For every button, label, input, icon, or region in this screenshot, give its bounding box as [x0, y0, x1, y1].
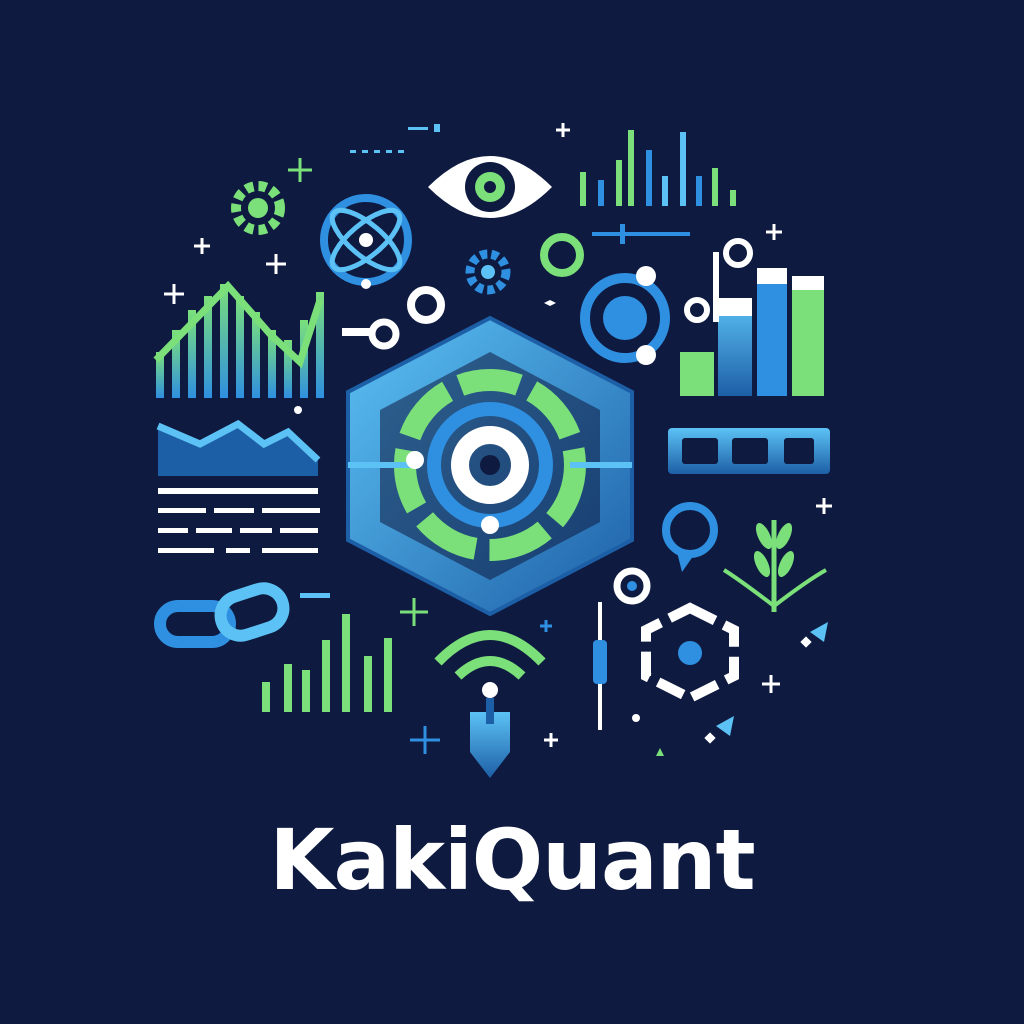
area-chart-icon — [156, 419, 321, 476]
hexagon-core-icon — [346, 315, 634, 617]
dotted-line-icon — [350, 124, 440, 153]
key-icon — [342, 318, 400, 350]
plus-icon — [164, 123, 832, 747]
music-note-icon — [684, 238, 753, 323]
circle-icon — [407, 286, 445, 324]
wifi-signal-icon — [434, 630, 546, 698]
dot-icon — [632, 714, 640, 722]
sparkle-icon — [544, 300, 556, 306]
message-bar-icon — [668, 428, 830, 474]
atom-icon — [320, 194, 412, 289]
shield-icon — [470, 698, 510, 778]
chat-bubble-icon — [662, 502, 718, 572]
line-chart-icon — [153, 280, 324, 398]
gear-icon — [465, 249, 511, 295]
rocket-icon — [800, 622, 828, 648]
location-pin-icon — [613, 567, 651, 605]
triangle-icon — [656, 748, 664, 756]
slider-icon — [593, 602, 607, 730]
logo-illustration — [153, 123, 832, 778]
link-icon — [154, 582, 330, 648]
text-lines-icon — [158, 488, 320, 553]
circle-icon — [540, 233, 584, 277]
bar-chart-icon — [680, 268, 824, 396]
wheat-icon — [722, 520, 827, 612]
slider-icon — [592, 224, 690, 244]
bar-chart-icon — [580, 130, 736, 206]
network-node-icon — [580, 266, 670, 365]
eye-icon — [428, 156, 552, 218]
brand-wordmark: KakiQuant — [269, 811, 755, 909]
dot-icon — [294, 406, 302, 414]
plus-icon — [410, 620, 552, 754]
hexagon-icon — [641, 602, 739, 704]
plus-icon — [288, 158, 428, 626]
bar-chart-icon — [262, 614, 392, 712]
rocket-icon — [704, 716, 734, 744]
target-icon — [348, 369, 632, 561]
gear-icon — [231, 181, 285, 235]
